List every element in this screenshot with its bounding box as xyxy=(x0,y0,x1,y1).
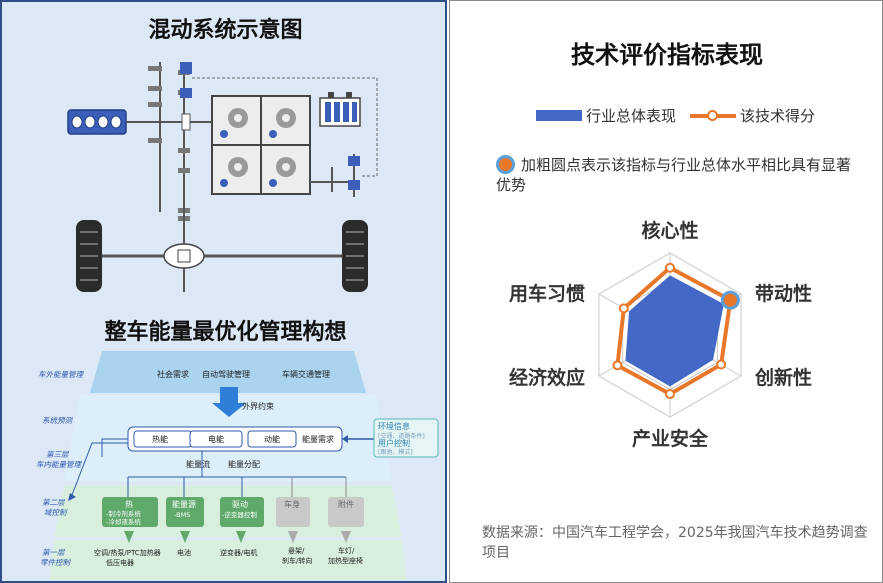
battery-icon xyxy=(319,92,361,127)
right-panel: 技术评价指标表现 行业总体表现 该技术得分 加粗圆点表示该指标与行业总体水平相比… xyxy=(449,0,883,583)
domain-body-title: 车身 xyxy=(284,499,300,509)
layer-outer-label: 车外能量管理 xyxy=(38,370,84,379)
energy-management-diagram: 车外能量管理 社会需求 自动驾驶管理 车辆交通管理 外界约束 系统预测 第三层车… xyxy=(36,351,439,580)
system-predict-label: 系统预测 xyxy=(42,416,73,425)
layer3-label: 第三层车内能量管理 xyxy=(36,450,82,469)
domain-heat-line2: -冷却液系统 xyxy=(106,517,141,526)
legend: 行业总体表现 该技术得分 xyxy=(536,105,815,126)
radar-point-1 xyxy=(720,290,740,310)
outer-item-2: 自动驾驶管理 xyxy=(202,369,250,379)
domain-energy-title: 能量源 xyxy=(172,499,196,509)
radar-axis-label-5: 用车习惯 xyxy=(509,282,585,305)
component-3: 逆变器/电机 xyxy=(220,548,257,557)
outer-item-3: 车辆交通管理 xyxy=(282,369,330,379)
radar-point-5 xyxy=(618,303,629,314)
radar-point-4 xyxy=(612,360,623,371)
radar-axis-label-4: 经济效应 xyxy=(509,366,585,389)
external-constraint-label: 外界约束 xyxy=(242,401,274,411)
env-info-label: 环境信息 xyxy=(378,421,410,431)
hybrid-diagram-title: 混动系统示意图 xyxy=(148,18,303,43)
component-2: 电池 xyxy=(177,548,191,557)
radar-axis-label-3: 产业安全 xyxy=(632,427,709,450)
energy-box-heat: 热能 xyxy=(152,434,168,444)
left-panel: 混动系统示意图 xyxy=(0,0,447,583)
motor-block xyxy=(211,95,311,195)
radar-axis-label-1: 带动性 xyxy=(755,282,812,305)
component-5: 车灯/加热型座椅 xyxy=(328,546,363,565)
layer2-label: 第二层域控制 xyxy=(42,498,68,517)
user-control-label: 用户控制 xyxy=(378,438,410,448)
domain-heat-title: 热 xyxy=(125,499,133,509)
component-4: 悬架/刹车/转向 xyxy=(282,547,312,565)
data-source: 数据来源：中国汽车工程学会，2025年我国汽车技术趋势调查项目 xyxy=(482,525,868,561)
highlight-note-text: 加粗圆点表示该指标与行业总体水平相比具有显著优势 xyxy=(496,156,852,194)
layer1-label: 第一层零件控制 xyxy=(40,548,71,567)
legend-tech-label: 该技术得分 xyxy=(740,107,816,125)
component-1: 空调/热泵/PTC加热器低压电器 xyxy=(94,548,161,567)
radar-point-3 xyxy=(665,389,675,400)
energy-alloc-label: 能量分配 xyxy=(228,459,260,469)
domain-drive-title: 驱动 xyxy=(232,499,248,509)
hybrid-system-schematic xyxy=(67,62,378,292)
env-info-detail: [交通、道路条件] xyxy=(378,432,425,440)
chart-title: 技术评价指标表现 xyxy=(571,41,763,69)
radar-point-2 xyxy=(716,359,727,370)
domain-accessory-title: 附件 xyxy=(338,499,354,509)
energy-demand-label: 能量需求 xyxy=(302,434,334,444)
legend-industry-swatch xyxy=(536,110,582,121)
highlight-dot-icon xyxy=(496,155,515,174)
outer-item-1: 社会需求 xyxy=(157,369,189,379)
engine-icon xyxy=(67,109,127,135)
energy-management-title: 整车能量最优化管理构想 xyxy=(104,320,347,345)
radar-axis-label-2: 创新性 xyxy=(754,366,812,389)
radar-point-0 xyxy=(665,262,675,273)
user-control-detail: [跟驰、模式] xyxy=(378,448,413,456)
radar-axis-label-0: 核心性 xyxy=(641,219,698,242)
domain-energy-line1: -BMS xyxy=(174,511,190,519)
domain-drive-line1: -逆变器控制 xyxy=(222,510,257,519)
highlight-note: 加粗圆点表示该指标与行业总体水平相比具有显著优势 xyxy=(496,155,856,195)
legend-tech-swatch xyxy=(690,109,737,121)
domain-heat-line1: -制冷剂系统 xyxy=(106,509,141,518)
legend-industry-label: 行业总体表现 xyxy=(586,107,677,125)
wheel-right-icon xyxy=(342,220,368,292)
energy-flow-label: 能量流 xyxy=(186,459,210,469)
energy-box-kinetic: 动能 xyxy=(264,434,280,444)
radar-points xyxy=(612,262,740,400)
wheel-left-icon xyxy=(76,220,102,292)
energy-box-electric: 电能 xyxy=(208,434,224,444)
